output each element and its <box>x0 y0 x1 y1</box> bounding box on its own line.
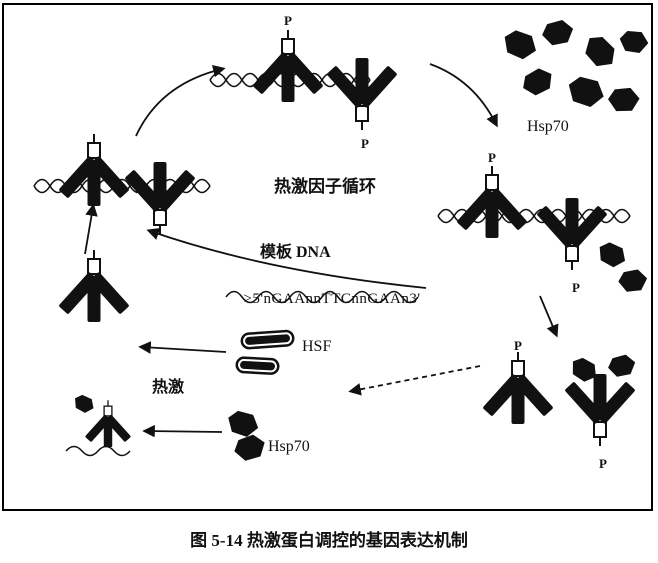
arrow-monomer-up <box>84 203 98 255</box>
nascent-hsf-monomer <box>65 392 132 457</box>
dna-sequence-label: >5'nGAAnnTTCnnGAAn3' <box>243 291 420 307</box>
hsf-capsules: HSF <box>235 329 331 375</box>
phosphate-label: P <box>361 136 369 151</box>
heat-shock-label: 热激 <box>152 377 184 396</box>
hsf-label: HSF <box>302 338 331 355</box>
hse-sequence: >5'nGAAnnTTCnnGAAn3' <box>225 290 420 307</box>
arrow-top-to-right <box>429 63 498 128</box>
unfolded-chain <box>65 445 131 457</box>
phosphate-label: P <box>599 456 607 471</box>
dashed-feedback-arrow <box>348 365 481 396</box>
figure-caption: 图 5-14 热激蛋白调控的基因表达机制 <box>190 530 468 550</box>
hsf-capsule <box>235 356 280 375</box>
cycle-label: 热激因子循环 <box>274 176 376 196</box>
arrow-right-down <box>539 295 559 338</box>
phosphate-label: P <box>572 280 580 295</box>
arrow-hsf-left <box>138 341 227 354</box>
phosphate-label: P <box>488 150 496 165</box>
hsp70-cluster: Hsp70 <box>500 16 649 135</box>
top-dna-complex: P P <box>209 13 399 151</box>
right-dna-complex: P P <box>437 150 650 296</box>
dna-strand <box>225 290 419 304</box>
phosphate-label: P <box>514 338 522 353</box>
arrow-left-to-top <box>135 64 226 137</box>
bottom-right-complex: P P <box>481 338 639 471</box>
released-hsp70: Hsp70 <box>225 409 310 466</box>
phosphate-label: P <box>284 13 292 28</box>
left-dna-complex <box>33 133 211 235</box>
template-dna-label: 模板 DNA <box>260 242 331 261</box>
arrow-hsp70-left <box>142 424 223 438</box>
hsf-capsule <box>240 329 295 350</box>
hsp70-bottom-label: Hsp70 <box>268 438 310 455</box>
arrow-cycle-return <box>146 227 427 289</box>
hsp70-top-label: Hsp70 <box>527 118 569 135</box>
